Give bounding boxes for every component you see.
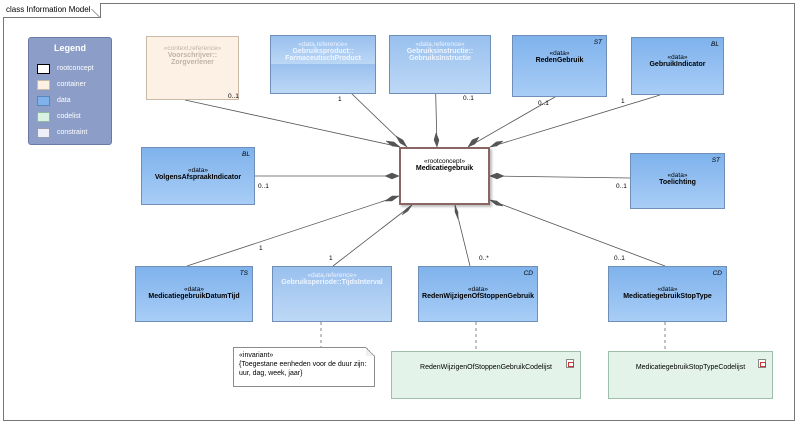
node-volgensafspraak[interactable]: BL «data» VolgensAfspraakIndicator: [141, 147, 255, 205]
diamond-redengebruik: [467, 136, 480, 148]
invariant-note[interactable]: «invariant» {Toegestane eenheden voor de…: [233, 347, 375, 387]
diamond-datumtijd: [384, 195, 400, 202]
diamond-gebruiksproduct: [395, 135, 408, 148]
node-datumtijd[interactable]: TS «data» MedicatiegebruikDatumTijd: [135, 266, 253, 322]
connector-datumtijd: [186, 195, 400, 267]
diamond-volgensafspraak: [384, 172, 400, 180]
multiplicity-gebruikindicator: 1: [621, 98, 625, 105]
multiplicity-gebruiksproduct: 1: [338, 96, 342, 103]
diamond-stoptype: [489, 199, 504, 207]
legend-swatch-container: [37, 80, 50, 90]
diamond-toelichting: [489, 172, 505, 180]
connector-stoptype: [489, 199, 666, 267]
node-gebruiksinstructie[interactable]: «data,reference» Gebruiksinstructie:: Ge…: [389, 35, 491, 94]
multiplicity-toelichting: 0..1: [616, 183, 627, 190]
connector-toelichting: [489, 175, 631, 179]
multiplicity-voorschrijver: 0..1: [228, 93, 239, 100]
codelist-redenwijzigen[interactable]: RedenWijzigenOfStoppenGebruikCodelijst: [391, 351, 581, 399]
legend: Legend rootconcept container data codeli…: [28, 37, 112, 145]
node-toelichting[interactable]: ST «data» Toelichting: [630, 153, 725, 209]
node-gebruiksproduct-body: [270, 64, 376, 94]
diamond-redenwijzigen: [454, 204, 459, 220]
multiplicity-datumtijd: 1: [259, 245, 263, 252]
diamond-gebruiksinstructie: [433, 132, 440, 148]
root-concept[interactable]: «rootconcept» Medicatiegebruik: [399, 147, 490, 205]
multiplicity-redenwijzigen: 0..*: [479, 255, 489, 262]
legend-swatch-data: [37, 96, 50, 106]
legend-swatch-codelist: [37, 112, 50, 122]
multiplicity-stoptype: 0..1: [614, 255, 625, 262]
codelist-icon: [758, 359, 766, 368]
node-redengebruik[interactable]: ST «data» RedenGebruik: [512, 35, 607, 97]
multiplicity-gebruiksinstructie: 0..1: [463, 95, 474, 102]
multiplicity-gebruiksperiode: 1: [329, 255, 333, 262]
node-voorschrijver[interactable]: «context,reference» Voorschrijver:: Zorg…: [146, 36, 239, 100]
diamond-gebruiksperiode: [401, 204, 413, 216]
diagram-title: class Information Model: [3, 3, 102, 18]
node-redenwijzigen[interactable]: CD «data» RedenWijzigenOfStoppenGebruik: [418, 266, 538, 322]
node-stoptype[interactable]: CD «data» MedicatiegebruikStopType: [608, 266, 727, 322]
node-gebruiksperiode[interactable]: «data,reference» Gebruiksperiode::TijdsI…: [272, 266, 392, 322]
diamond-voorschrijver: [385, 140, 401, 148]
legend-title: Legend: [53, 43, 86, 53]
connector-voorschrijver: [184, 99, 401, 148]
multiplicity-volgensafspraak: 0..1: [258, 183, 269, 190]
multiplicity-redengebruik: 0..1: [538, 100, 549, 107]
codelist-stoptype[interactable]: MedicatiegebruikStopTypeCodelijst: [608, 351, 773, 399]
diagram-frame: [3, 3, 795, 421]
connector-gebruikindicator: [489, 94, 661, 148]
node-gebruiksproduct[interactable]: «data,reference» Gebruiksproduct:: Farma…: [270, 35, 376, 66]
connector-redengebruik: [467, 96, 556, 148]
node-gebruikindicator[interactable]: BL «data» GebruikIndicator: [631, 37, 724, 95]
diamond-gebruikindicator: [489, 140, 504, 148]
connector-gebruiksperiode: [332, 204, 413, 267]
legend-swatch-rootconcept: [37, 64, 50, 74]
codelist-icon: [566, 359, 574, 368]
legend-swatch-constraint: [37, 128, 50, 138]
